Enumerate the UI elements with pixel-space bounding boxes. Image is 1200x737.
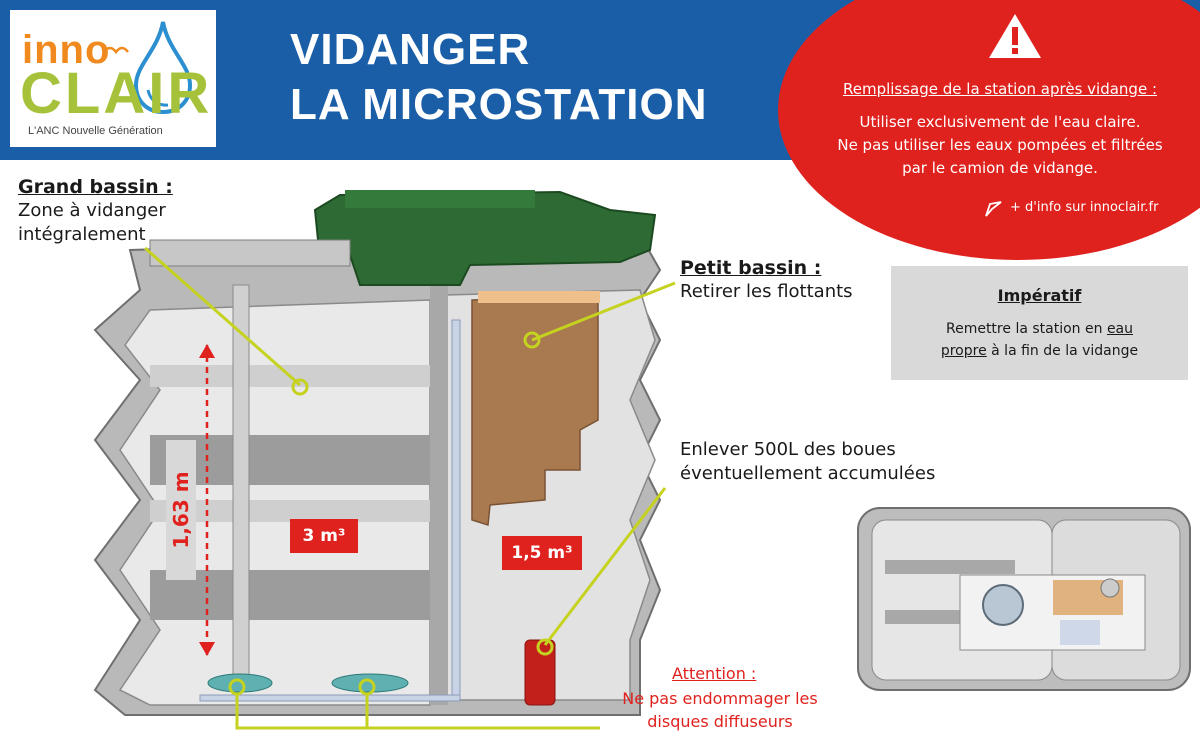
petit-bassin-heading: Petit bassin :	[680, 257, 822, 279]
tank-diagram	[93, 190, 1191, 730]
separation-wall	[430, 280, 448, 705]
lid-cap	[345, 190, 535, 208]
grand-bassin-line-2: intégralement	[18, 224, 146, 245]
height-arrow-top	[199, 344, 215, 358]
warning-line-1: Utiliser exclusivement de l'eau claire.	[859, 113, 1141, 131]
floating-layer	[478, 291, 600, 303]
rib	[150, 435, 430, 485]
rib	[150, 500, 430, 522]
bottom-pipe	[199, 694, 461, 702]
boues-label: Enlever 500L des boues éventuellement ac…	[680, 438, 935, 486]
logo-brand-clair: CLAIR	[20, 61, 213, 126]
birds-icon	[103, 46, 129, 55]
warning-line-3: par le camion de vidange.	[902, 159, 1098, 177]
page-title: VIDANGER LA MICROSTATION	[290, 22, 707, 132]
callout-grand-bassin	[144, 246, 301, 387]
imperatif-propre: propre	[940, 343, 987, 359]
imperatif-eau: eau	[1106, 321, 1134, 337]
warning-heading: Remplissage de la station après vidange …	[842, 80, 1158, 98]
imperatif-text-before: Remettre la station en	[945, 321, 1107, 337]
more-info-link[interactable]: + d'info sur innoclair.fr	[1010, 200, 1159, 215]
volume-small-badge: 1,5 m³	[502, 536, 582, 570]
internal-pipe	[451, 319, 461, 701]
grand-bassin-heading: Grand bassin :	[18, 176, 173, 198]
boues-line-1: Enlever 500L des boues	[680, 439, 896, 460]
imperatif-text-after: à la fin de la vidange	[986, 343, 1139, 359]
warning-panel	[778, 0, 1200, 260]
attention-heading: Attention :	[672, 664, 757, 683]
callout-boues	[543, 487, 667, 646]
height-badge	[166, 440, 196, 580]
logo	[10, 10, 216, 147]
diffuser-disc-2	[331, 673, 409, 693]
imperatif-title: Impératif	[997, 286, 1082, 305]
top-pipe	[149, 239, 351, 267]
rib	[150, 570, 430, 620]
attention-line-1: Ne pas endommager les	[622, 689, 818, 708]
sludge-mass	[471, 294, 599, 526]
boues-line-2: éventuellement accumulées	[680, 463, 936, 484]
title-line-2: LA MICROSTATION	[290, 80, 708, 129]
diffuser-disc-1	[207, 673, 273, 693]
height-label: 1,63 m	[169, 471, 193, 549]
pointer-arrow-icon	[985, 201, 1002, 217]
height-arrow-bottom	[199, 642, 215, 656]
imperatif-box	[891, 266, 1188, 380]
grand-bassin-label: Grand bassin : Zone à vidanger intégrale…	[18, 175, 173, 247]
petit-bassin-label: Petit bassin : Retirer les flottants	[680, 256, 853, 304]
warning-triangle-icon	[989, 14, 1041, 58]
logo-brand-inno: inno	[22, 28, 111, 72]
volume-large-badge: 3 m³	[290, 519, 358, 553]
grand-bassin-line-1: Zone à vidanger	[18, 200, 166, 221]
imperatif-text: Remettre la station en eau propre à la fi…	[891, 318, 1188, 362]
petit-bassin-line-1: Retirer les flottants	[680, 281, 853, 302]
vertical-pipe	[232, 284, 250, 686]
logo-tagline: L'ANC Nouvelle Génération	[28, 125, 163, 137]
attention-line-2: disques diffuseurs	[647, 712, 793, 731]
warning-line-2: Ne pas utiliser les eaux pompées et filt…	[837, 136, 1163, 154]
callout-petit-bassin	[531, 281, 676, 342]
callout-diffusers	[235, 694, 600, 730]
water-drop-icon	[133, 21, 193, 115]
title-line-1: VIDANGER	[290, 25, 531, 74]
sludge-outlet-pipe	[524, 639, 556, 706]
top-view-inset	[857, 507, 1191, 691]
